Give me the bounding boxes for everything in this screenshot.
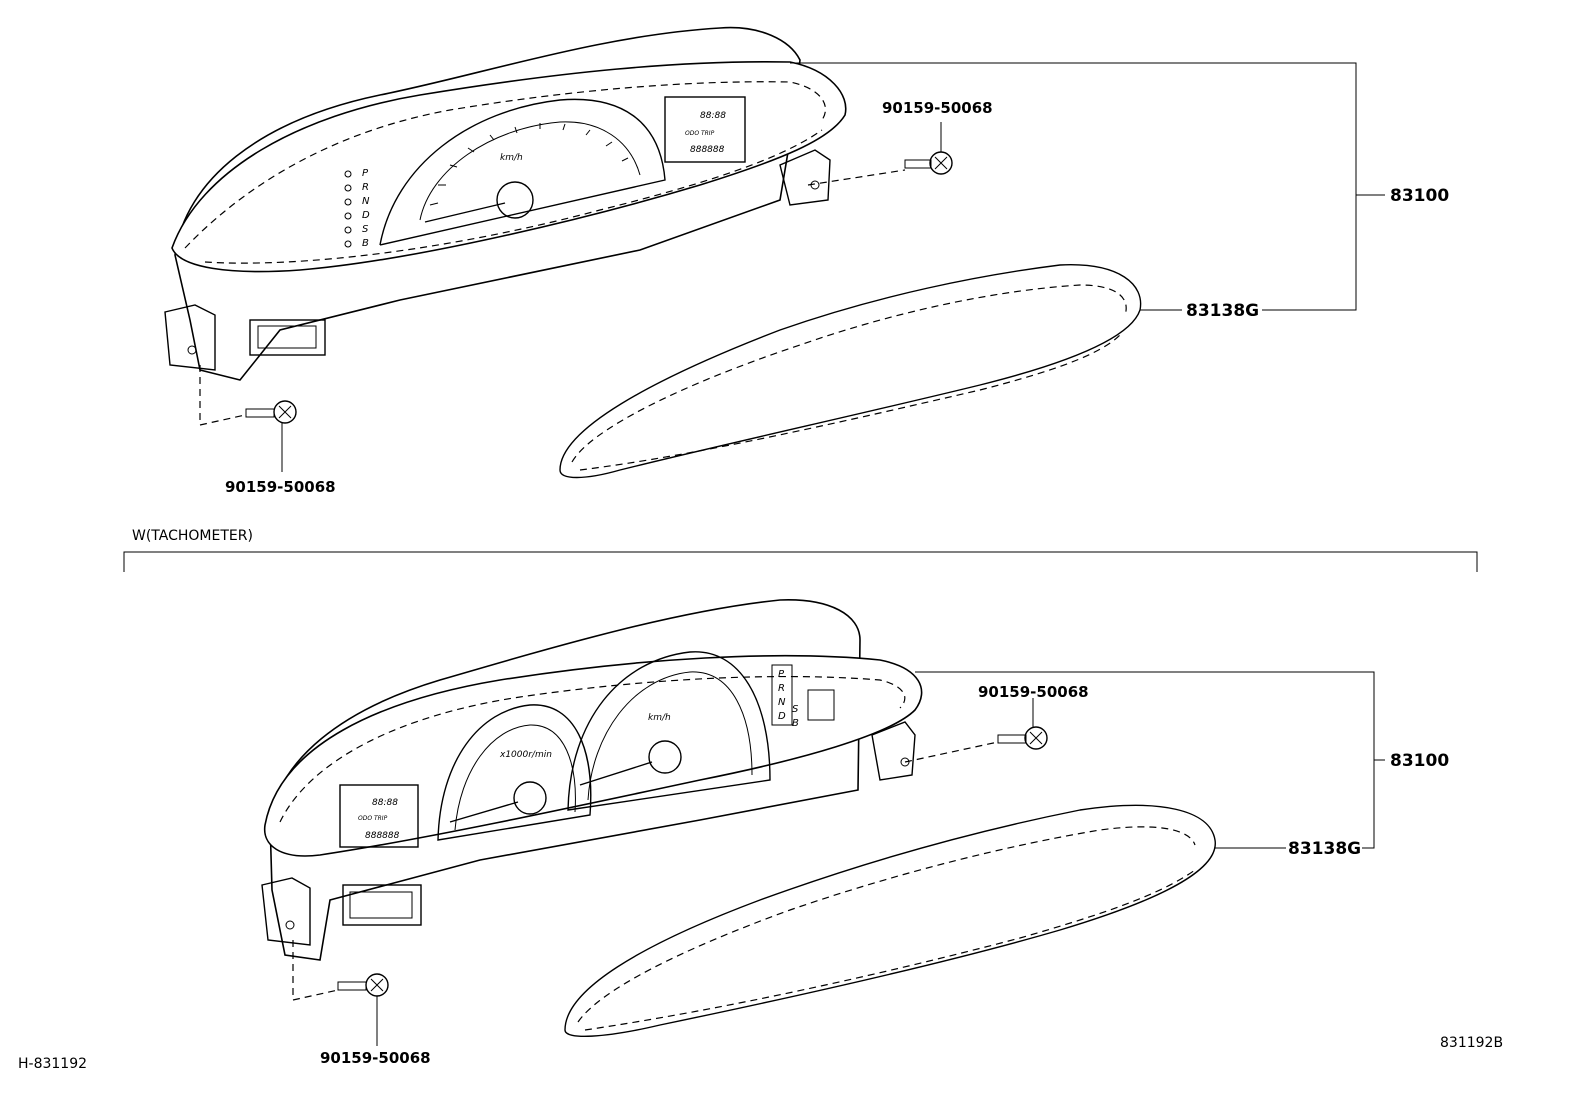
- svg-text:R: R: [362, 182, 369, 193]
- svg-text:P: P: [362, 168, 369, 179]
- svg-text:S: S: [362, 224, 369, 235]
- top-lcd-odo: ODO TRIP: [685, 130, 715, 137]
- bottom-left-bracket: [261, 877, 311, 946]
- top-cluster: km/h 88:88 ODO TRIP 888888 P R N D S B: [164, 26, 847, 381]
- top-screw-left-label: 90159-50068: [225, 478, 336, 496]
- top-left-bracket: [164, 304, 216, 371]
- bottom-lcd: [339, 784, 419, 848]
- top-screw-left-dashline: [199, 365, 246, 426]
- top-bezel-dash: [184, 81, 827, 249]
- bottom-tacho-unit: x1000r/min: [499, 750, 552, 760]
- top-screw-left: [245, 400, 297, 472]
- bottom-lcd-clock: 88:88: [372, 798, 398, 808]
- bottom-lcd-odo: ODO TRIP: [358, 815, 388, 822]
- svg-text:N: N: [778, 697, 786, 708]
- top-lens-label: 83138G: [1186, 301, 1259, 321]
- top-screw-right-dashline: [807, 169, 906, 186]
- top-assembly-label: 83100: [1390, 186, 1449, 206]
- top-assembly-bracket-line: [790, 62, 1357, 311]
- footer-right-code: 831192B: [1440, 1035, 1503, 1051]
- top-cluster-bezel: [171, 61, 847, 273]
- top-lcd-clock: 88:88: [700, 111, 726, 121]
- bottom-tacho-hub: [513, 781, 547, 815]
- svg-text:N: N: [362, 196, 370, 207]
- bottom-speedo-window: [567, 651, 771, 811]
- top-screw-right: [904, 122, 953, 175]
- bottom-shift-indicator: P R N D S B: [771, 664, 835, 729]
- section-divider: [123, 551, 1478, 572]
- bottom-speedo-needle: [579, 761, 653, 786]
- bottom-assembly-label: 83100: [1390, 751, 1449, 771]
- top-lens: [559, 264, 1142, 479]
- bottom-tacho-window: [437, 704, 592, 841]
- bottom-tacho-needle: [449, 801, 519, 823]
- top-lcd: [664, 96, 746, 163]
- bottom-screw-right-dashline: [904, 741, 999, 763]
- svg-text:S: S: [792, 704, 799, 715]
- bottom-speedo-hub: [648, 740, 682, 774]
- top-speedo-hub: [496, 181, 534, 219]
- bottom-cluster-bezel: [263, 654, 923, 857]
- top-speedo-unit: km/h: [500, 153, 523, 163]
- bottom-lcd-digits: 888888: [365, 831, 400, 841]
- svg-text:D: D: [362, 210, 370, 221]
- bottom-screw-right: [997, 698, 1048, 750]
- top-shift-indicator: P R N D S B: [344, 168, 370, 249]
- top-right-bracket: [779, 149, 831, 206]
- bottom-connector: [342, 884, 422, 926]
- bottom-screw-left: [337, 973, 389, 1046]
- bottom-cluster: x1000r/min km/h 88:88 ODO TRIP 888888 P …: [261, 599, 923, 961]
- bottom-speedo-unit: km/h: [648, 713, 671, 723]
- svg-text:B: B: [362, 238, 369, 249]
- top-connector: [249, 319, 326, 356]
- top-speedo-ticks: [429, 123, 629, 206]
- top-lcd-digits: 888888: [690, 145, 725, 155]
- bottom-screw-right-label: 90159-50068: [978, 683, 1089, 701]
- svg-text:P: P: [778, 669, 785, 680]
- bottom-screw-left-label: 90159-50068: [320, 1049, 431, 1067]
- svg-text:R: R: [778, 683, 785, 694]
- top-speedo-needle: [424, 202, 506, 223]
- top-speedo-window: [379, 98, 666, 246]
- section-title: W(TACHOMETER): [132, 528, 253, 544]
- bottom-lens: [564, 804, 1216, 1037]
- bottom-screw-left-dashline: [292, 940, 339, 1001]
- bottom-door-icon: [807, 689, 835, 721]
- svg-text:B: B: [792, 718, 799, 729]
- footer-left-code: H-831192: [18, 1056, 87, 1072]
- bottom-right-bracket: [871, 721, 916, 781]
- svg-text:D: D: [778, 711, 786, 722]
- bottom-lens-label: 83138G: [1288, 839, 1361, 859]
- top-screw-right-label: 90159-50068: [882, 99, 993, 117]
